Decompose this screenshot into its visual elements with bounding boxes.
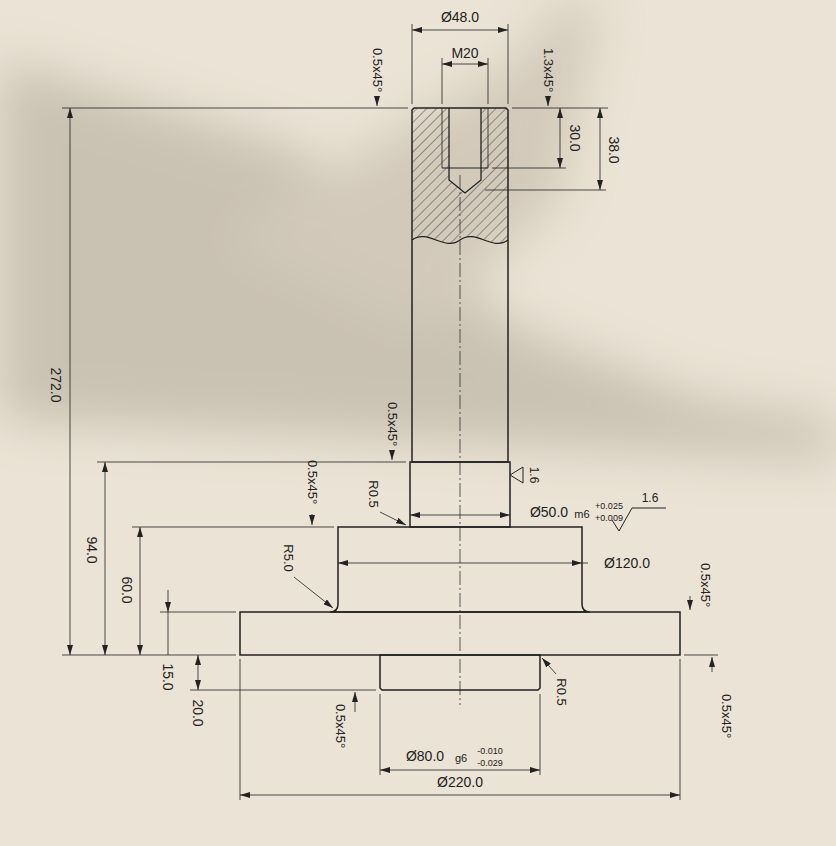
length-dimension: 15.0 [161, 663, 175, 690]
tolerance-value: -0.029 [477, 759, 503, 768]
section-view [412, 108, 508, 243]
radius-note: R0.5 [367, 480, 380, 507]
extension-line [240, 659, 241, 800]
length-dimension: 30.0 [568, 124, 582, 151]
radius-note: R0.5 [555, 678, 568, 705]
leader-line [355, 692, 356, 712]
extension-line [62, 108, 408, 109]
leader-line [312, 514, 313, 525]
extension-line [380, 694, 381, 775]
dimension-line [412, 30, 508, 31]
dimension-line [560, 108, 561, 168]
length-dimension: 272.0 [49, 367, 63, 402]
extension-line [97, 462, 406, 463]
chamfer-note: 0.5x45° [699, 563, 712, 607]
extension-line [488, 58, 489, 104]
tolerance-value: +0.009 [595, 514, 623, 523]
radius-note: R5.0 [282, 544, 295, 571]
part-outline [330, 527, 590, 612]
extension-line [62, 655, 236, 656]
leader-line [542, 658, 556, 674]
extension-line [412, 24, 413, 104]
surface-finish-symbol [510, 467, 523, 483]
tolerance-class: g6 [455, 753, 467, 764]
dimension-line [70, 108, 71, 655]
chamfer-note: 0.5x45° [306, 460, 319, 504]
dimension-line [240, 795, 680, 796]
chamfer-note: 0.5x45° [720, 694, 733, 738]
length-dimension: 38.0 [607, 136, 621, 163]
dimension-line [168, 590, 169, 612]
diameter-dimension: Ø48.0 [441, 10, 479, 24]
dimension-line [140, 527, 141, 655]
section-view [442, 108, 443, 168]
section-view [442, 167, 488, 168]
extension-line [132, 527, 334, 528]
section-view [412, 108, 508, 243]
surface-finish-value: 1.6 [642, 492, 659, 504]
surface-finish-symbol [510, 467, 666, 531]
dimension-line [338, 563, 582, 564]
extension-line [582, 563, 588, 564]
extension-line [485, 190, 606, 191]
dimension-line [442, 64, 488, 65]
leader-line [690, 596, 691, 610]
part-outline [410, 462, 510, 527]
part-outline [240, 612, 680, 655]
paper-shadow [0, 0, 836, 460]
chamfer-note: 0.5x45° [334, 704, 347, 748]
extension-line [442, 58, 443, 104]
diameter-dimension: Ø50.0 [530, 505, 568, 519]
dimension-line [600, 108, 601, 190]
dimension-line [70, 30, 680, 795]
part-outline [240, 108, 680, 690]
part-outline [380, 655, 540, 690]
leader-line [380, 512, 406, 525]
thread-dimension: M20 [451, 46, 478, 60]
dimension-line [168, 612, 169, 655]
chamfer-note: 0.5x45° [371, 48, 384, 92]
extension-line [508, 24, 509, 104]
tolerance-class: m6 [574, 509, 589, 520]
extension-line [540, 694, 541, 775]
section-view [412, 237, 508, 244]
dimension-line [198, 655, 199, 690]
section-view [488, 108, 489, 168]
center-line [460, 175, 461, 705]
dimension-line [105, 462, 106, 655]
extension-line [684, 655, 718, 656]
leader-line [712, 657, 713, 672]
diameter-dimension: Ø120.0 [604, 556, 650, 570]
leader-line [377, 100, 378, 106]
surface-finish-value: 1.6 [528, 467, 540, 484]
leader-line [294, 100, 712, 712]
leader-line [392, 455, 393, 460]
diameter-dimension: Ø220.0 [437, 775, 483, 789]
paper-shadow [220, 0, 600, 330]
diameter-dimension: Ø80.0 [406, 749, 444, 763]
chamfer-note: 1.3x45° [542, 48, 555, 92]
part-outline [412, 108, 508, 462]
extension-line [190, 690, 376, 691]
section-view [449, 108, 481, 193]
tolerance-value: +0.025 [595, 502, 623, 511]
extension-line [160, 612, 236, 613]
tolerance-value: -0.010 [477, 747, 503, 756]
length-dimension: 60.0 [120, 576, 134, 603]
dimension-line [380, 770, 540, 771]
leader-line [294, 577, 333, 608]
length-dimension: 94.0 [85, 536, 99, 563]
extension-line [492, 168, 566, 169]
leader-line [548, 100, 549, 106]
chamfer-note: 0.5x45° [386, 402, 399, 446]
length-dimension: 20.0 [191, 699, 205, 726]
extension-line [680, 659, 681, 800]
extension-line [62, 24, 718, 800]
dimension-line [410, 515, 510, 516]
